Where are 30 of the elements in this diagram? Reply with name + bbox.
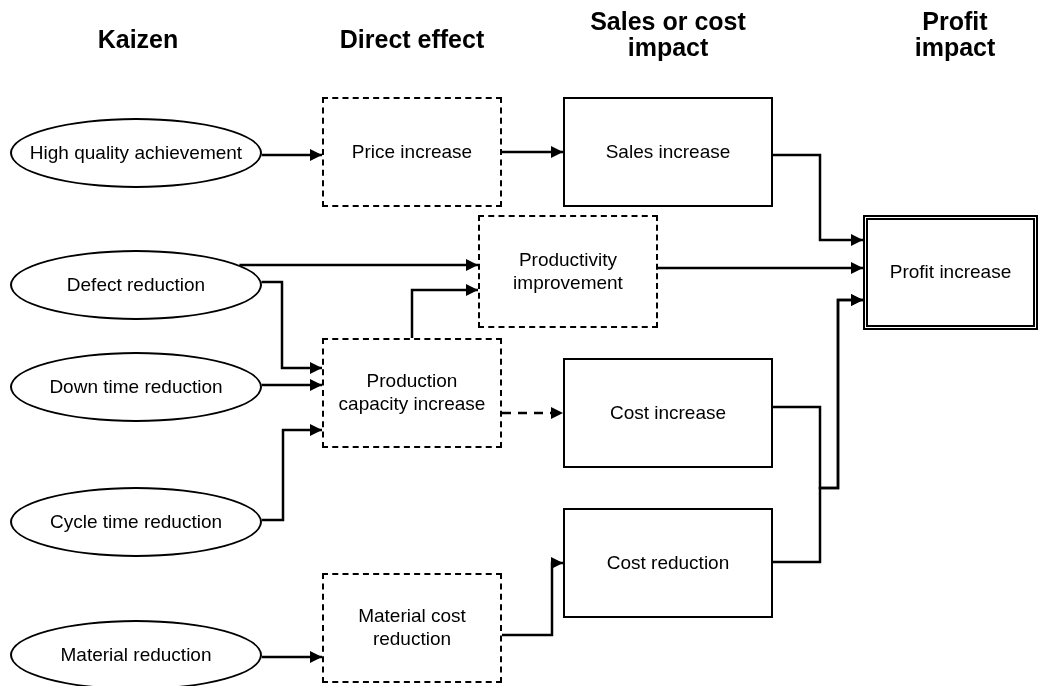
arrow — [261, 148, 322, 162]
result-box: Profit increase — [863, 215, 1038, 330]
arrow — [502, 556, 563, 637]
activity-ellipse: Defect reduction — [10, 250, 262, 320]
effect-box: Material cost reduction — [322, 573, 502, 683]
arrow — [773, 293, 863, 564]
column-heading: Profit impact — [913, 8, 997, 61]
arrow — [502, 406, 563, 420]
arrow — [261, 378, 322, 392]
activity-ellipse: Down time reduction — [10, 352, 262, 422]
effect-box: Production capacity increase — [322, 338, 502, 448]
arrow — [261, 280, 322, 375]
activity-ellipse: Material reduction — [10, 620, 262, 686]
column-heading: Direct effect — [339, 26, 485, 53]
impact-box: Cost reduction — [563, 508, 773, 618]
activity-ellipse: High quality achievement — [10, 118, 262, 188]
arrow — [261, 650, 322, 664]
effect-box: Productivity improvement — [478, 215, 658, 328]
impact-box: Sales increase — [563, 97, 773, 207]
arrow — [502, 145, 563, 159]
arrow — [773, 153, 863, 247]
arrow — [261, 423, 322, 522]
arrow — [658, 261, 863, 275]
effect-box: Price increase — [322, 97, 502, 207]
activity-ellipse: Cycle time reduction — [10, 487, 262, 557]
arrow — [410, 283, 478, 338]
column-heading: Sales or cost impact — [589, 8, 747, 61]
column-heading: Kaizen — [97, 26, 179, 53]
impact-box: Cost increase — [563, 358, 773, 468]
arrow — [239, 258, 478, 272]
